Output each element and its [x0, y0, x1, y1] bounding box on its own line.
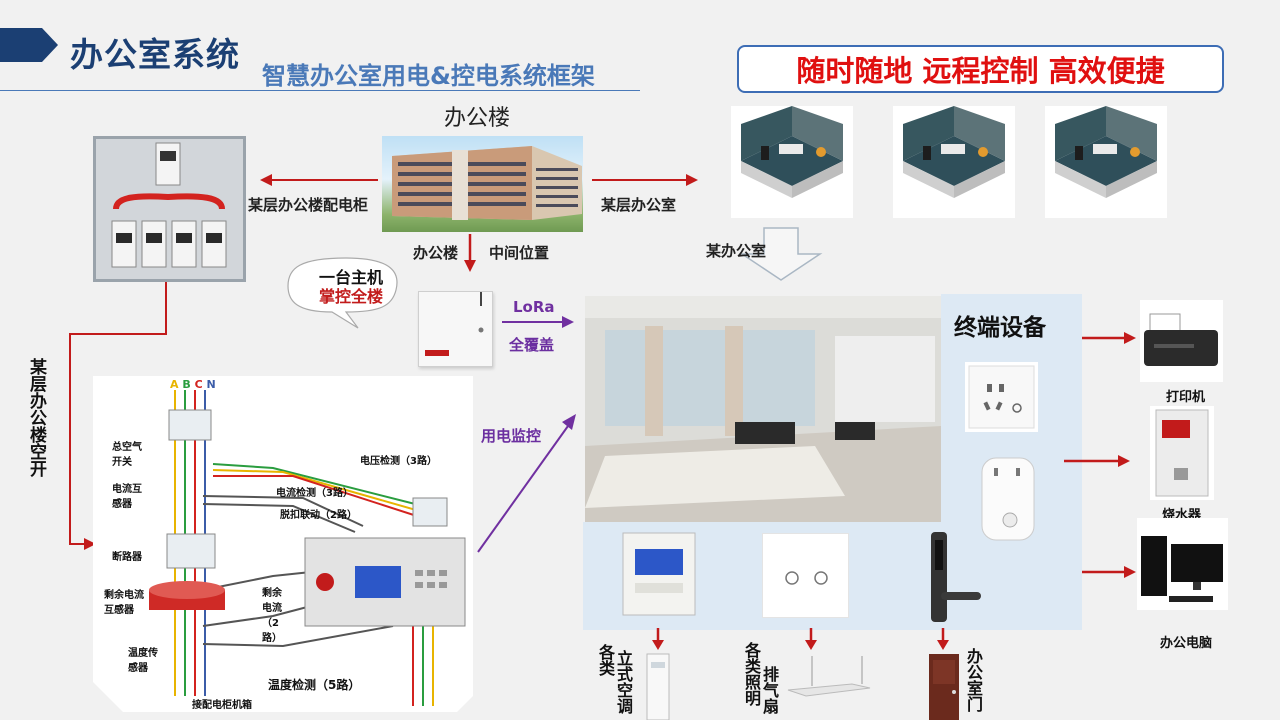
phase-a: A: [170, 378, 179, 391]
ceiling-light-image: [787, 656, 871, 697]
power-monitor-label: 用电监控: [481, 427, 542, 445]
office-photo: [585, 296, 941, 522]
full-coverage-label: 全覆盖: [509, 336, 555, 354]
office-room-image: [1045, 106, 1167, 218]
bubble-line-1: 一台主机: [318, 268, 383, 287]
distribution-cabinet-image: [93, 136, 246, 282]
ac-label-1: 各类: [596, 644, 615, 676]
office-door-image: [929, 654, 959, 720]
chassis-label: 接配电柜机箱: [192, 700, 252, 711]
phase-c: C: [194, 378, 203, 391]
arrow-to-ac-icon: [652, 628, 664, 650]
ct-label: 电流互感器: [112, 484, 142, 510]
voltage-detect-label: 电压检测（3路）: [360, 456, 437, 467]
light-label-2: 排气扇: [760, 666, 779, 714]
hollow-down-arrow-icon: [739, 227, 823, 281]
arrow-to-printer-icon: [1082, 332, 1136, 344]
mid-position-label: 中间位置: [489, 244, 550, 262]
smart-lock-image: [931, 532, 981, 622]
arrow-to-light-icon: [805, 628, 817, 650]
arrow-to-office-icon: [592, 174, 698, 186]
wiring-diagram: [93, 376, 473, 712]
temp-sensor-label: 温度传感器: [128, 648, 158, 674]
rcd-label: 剩余电流互感器: [104, 590, 144, 616]
lora-gateway-image: [418, 291, 493, 367]
arrow-to-kettle-icon: [1064, 455, 1130, 467]
air-conditioner-image: [646, 653, 670, 720]
ac-label-2: 立式空调: [614, 650, 633, 714]
bubble-line-2: 掌控全楼: [318, 287, 383, 306]
page-title: 办公室系统: [70, 35, 240, 74]
cabinet-label: 某层办公楼配电柜: [248, 196, 369, 214]
arrow-to-door-icon: [937, 628, 949, 650]
phase-b: B: [182, 378, 191, 391]
building-image: [382, 136, 583, 232]
office-room-image: [731, 106, 853, 218]
building-mid-label: 办公楼: [413, 244, 459, 262]
printer-image: [1140, 300, 1223, 382]
smart-socket-panel-image: [965, 362, 1038, 432]
header-divider: [0, 90, 640, 91]
printer-label: 打印机: [1166, 390, 1206, 405]
arrow-to-pc-icon: [1082, 566, 1136, 578]
speech-bubble: [287, 257, 398, 329]
terminal-devices-title: 终端设备: [954, 315, 1046, 341]
arrow-to-cabinet-icon: [260, 174, 378, 186]
cabinet-to-breaker-line: [69, 282, 167, 550]
pc-label: 办公电脑: [1160, 636, 1213, 651]
light-label-1: 各类照明: [742, 642, 761, 706]
door-label: 办公室门: [964, 648, 983, 712]
floor-office-label: 某层办公室: [601, 196, 677, 214]
lora-arrow-icon: [502, 316, 574, 328]
page-subtitle: 智慧办公室用电&控电系统框架: [262, 62, 595, 90]
smart-plug-image: [981, 457, 1035, 541]
temp-detect-label: 温度检测（5路）: [268, 678, 361, 692]
floor-breaker-label: 某层办公楼空开: [26, 358, 46, 477]
lora-label: LoRa: [513, 298, 555, 316]
office-room-image: [893, 106, 1015, 218]
some-office-label: 某办公室: [706, 242, 767, 260]
slogan-banner: 随时随地 远程控制 高效便捷: [737, 45, 1224, 93]
header-arrow-icon: [0, 28, 58, 62]
main-breaker-label: 总空气开关: [112, 442, 142, 468]
residual-label: 剩余电流（2路）: [262, 588, 282, 644]
water-heater-image: [1150, 406, 1214, 500]
trip-link-label: 脱扣联动（2路）: [280, 510, 357, 521]
power-monitor-arrow-icon: [477, 414, 576, 553]
phase-n: N: [206, 378, 216, 391]
breaker-label: 断路器: [112, 552, 142, 563]
touch-switch-image: [762, 533, 849, 618]
building-label: 办公楼: [444, 106, 511, 131]
meter-device-image: [622, 532, 696, 616]
arrow-to-hub-icon: [464, 234, 476, 272]
current-detect-label: 电流检测（3路）: [276, 488, 353, 499]
desktop-pc-image: [1137, 518, 1228, 610]
